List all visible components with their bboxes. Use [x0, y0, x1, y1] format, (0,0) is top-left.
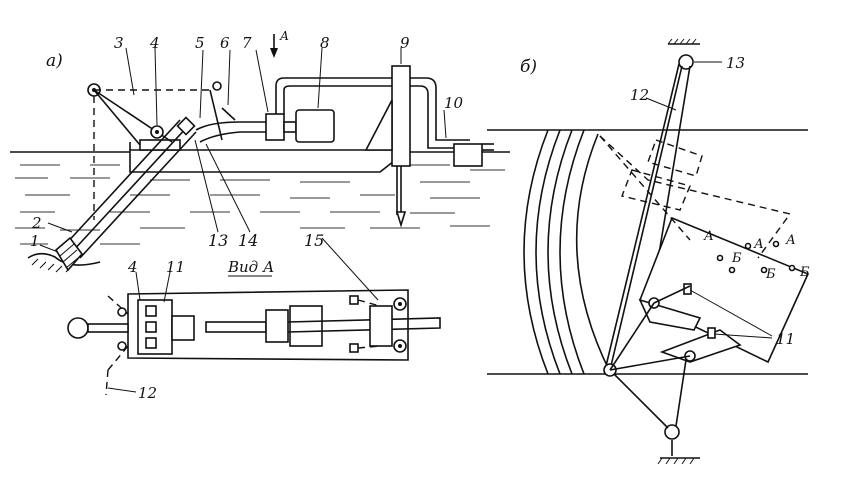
label-b-13: 13 — [726, 54, 745, 72]
plan-label-4: 4 — [127, 258, 138, 276]
support-triangle — [364, 99, 393, 151]
label-3: 3 — [114, 34, 124, 52]
mark-b-1: Б — [731, 251, 742, 266]
cable-12 — [609, 65, 683, 371]
water — [10, 151, 510, 245]
label-8: 8 — [320, 34, 330, 52]
mark-a-2: А — [753, 237, 764, 252]
float — [453, 143, 483, 167]
spud-column — [391, 65, 411, 167]
motor — [295, 109, 335, 143]
label-6: 6 — [220, 34, 230, 52]
callouts-top — [39, 47, 447, 253]
dredger-body — [638, 216, 810, 364]
cutter-plan — [67, 317, 89, 339]
label-4: 4 — [149, 34, 160, 52]
label-1: 1 — [30, 232, 40, 250]
label-13: 13 — [208, 231, 228, 250]
cutter-head — [54, 236, 84, 272]
pipe-plan — [205, 321, 267, 333]
label-b-11: 11 — [776, 330, 795, 348]
suction-ladder — [54, 116, 197, 272]
pontoon-hull — [129, 149, 411, 173]
label-9: 9 — [400, 34, 410, 52]
plan-label-12: 12 — [138, 384, 157, 402]
plan-label-11: 11 — [166, 258, 185, 276]
bottom-anchor-pulley — [664, 424, 680, 440]
cut-arcs — [523, 129, 611, 375]
panel-a-side-view: а) — [10, 29, 510, 273]
label-5: 5 — [195, 34, 205, 52]
label-b-12: 12 — [630, 86, 649, 104]
mark-b-2: Б — [765, 267, 776, 282]
label-15: 15 — [304, 231, 324, 250]
label-7: 7 — [242, 34, 252, 52]
top-anchor-pulley — [678, 54, 694, 70]
mark-a-1: А — [703, 229, 714, 244]
panel-a-label: а) — [46, 51, 63, 71]
mark-b-3: Б — [799, 265, 810, 280]
arrow-label: А — [279, 29, 289, 43]
label-10: 10 — [444, 94, 464, 112]
label-2: 2 — [31, 214, 42, 232]
plan-view-a: Вид А 4 11 12 — [67, 237, 441, 402]
discharge-bend — [195, 121, 270, 131]
seabed — [27, 252, 101, 266]
dredger-prev-position — [599, 135, 792, 259]
pump — [265, 113, 285, 141]
cable-dashed — [93, 89, 210, 220]
panel-b-plan: б) — [487, 38, 810, 465]
panel-b-label: б) — [520, 57, 537, 77]
view-title: Вид А — [227, 258, 274, 276]
label-14: 14 — [238, 231, 258, 250]
mark-a-3: А — [785, 233, 796, 248]
